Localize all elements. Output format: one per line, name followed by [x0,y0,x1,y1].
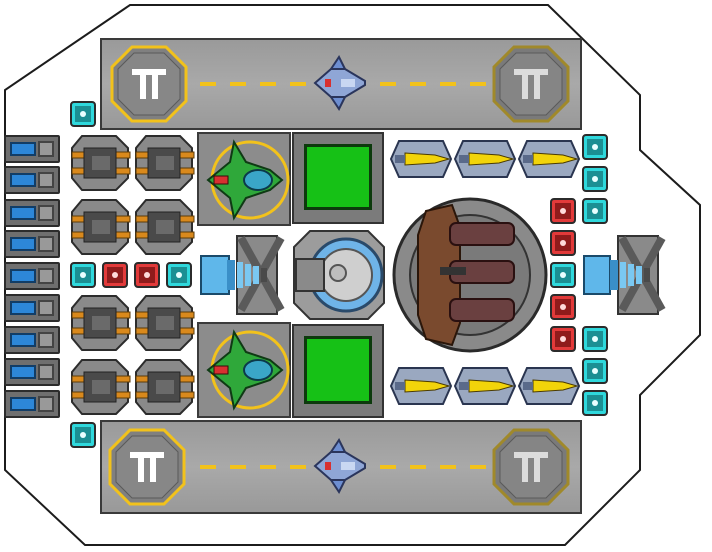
missile-icon[interactable] [517,137,581,181]
battery-icon[interactable] [4,326,60,354]
node-icon[interactable] [550,294,576,320]
node-icon[interactable] [70,101,96,127]
battery-icon[interactable] [4,358,60,386]
fighter-icon[interactable] [305,438,371,494]
reactor-icon[interactable] [292,229,386,321]
node-icon[interactable] [582,166,608,192]
node-icon[interactable] [550,198,576,224]
gun-icon[interactable] [70,198,132,256]
node-icon[interactable] [70,262,96,288]
node-icon[interactable] [102,262,128,288]
node-icon[interactable] [582,358,608,384]
node-icon[interactable] [166,262,192,288]
missile-icon[interactable] [389,364,453,408]
helipad-icon[interactable] [492,428,570,506]
landing-pad[interactable] [292,132,384,224]
node-icon[interactable] [582,390,608,416]
fighter-icon[interactable] [305,55,371,111]
battery-icon[interactable] [4,166,60,194]
helipad-icon[interactable] [492,45,570,123]
fighter-icon[interactable] [200,136,290,224]
battery-icon[interactable] [4,199,60,227]
battery-icon[interactable] [4,390,60,418]
gun-icon[interactable] [70,294,132,352]
missile-icon[interactable] [453,137,517,181]
missile-icon[interactable] [389,137,453,181]
node-icon[interactable] [582,198,608,224]
gun-icon[interactable] [70,134,132,192]
helipad-icon[interactable] [110,45,188,123]
gun-icon[interactable] [134,294,196,352]
node-icon[interactable] [550,262,576,288]
helipad-icon[interactable] [108,428,186,506]
engine-icon[interactable] [197,230,291,320]
node-icon[interactable] [550,230,576,256]
gun-icon[interactable] [134,358,196,416]
node-icon[interactable] [582,134,608,160]
node-icon[interactable] [550,326,576,352]
fighter-icon[interactable] [200,326,290,414]
landing-pad[interactable] [292,324,384,418]
battery-icon[interactable] [4,294,60,322]
node-icon[interactable] [582,326,608,352]
missile-icon[interactable] [517,364,581,408]
node-icon[interactable] [70,422,96,448]
gun-icon[interactable] [134,134,196,192]
gun-icon[interactable] [70,358,132,416]
battery-icon[interactable] [4,230,60,258]
engine-icon[interactable] [582,230,674,320]
turret-icon[interactable] [390,197,550,353]
missile-icon[interactable] [453,364,517,408]
node-icon[interactable] [134,262,160,288]
battery-icon[interactable] [4,135,60,163]
gun-icon[interactable] [134,198,196,256]
battery-icon[interactable] [4,262,60,290]
